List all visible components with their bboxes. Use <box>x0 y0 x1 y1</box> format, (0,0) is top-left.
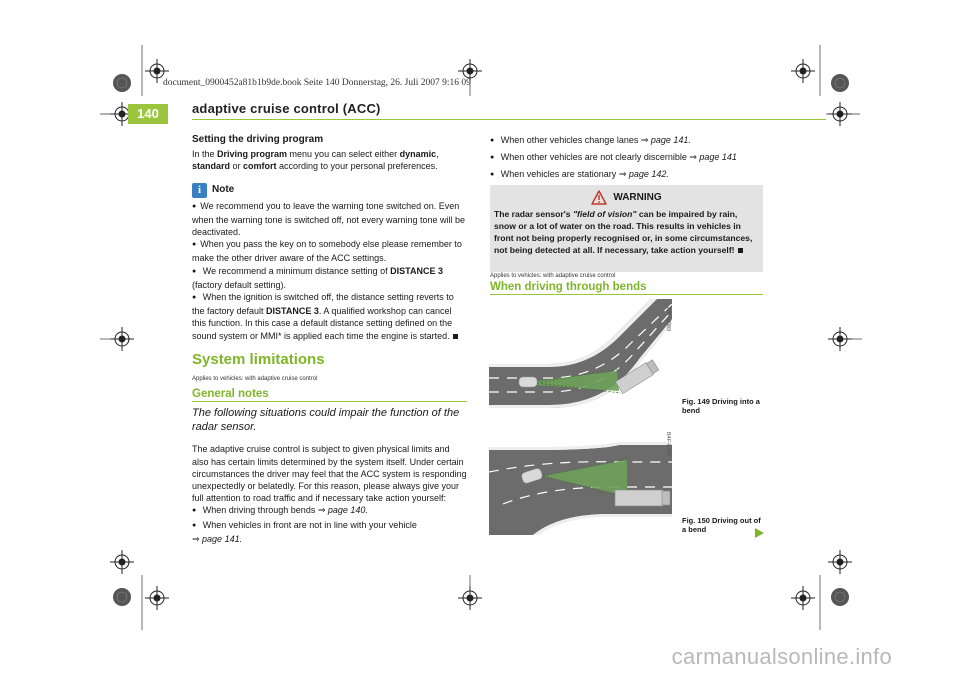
page-link[interactable]: ⇒ page 140. <box>317 505 368 516</box>
header-rule <box>192 119 826 120</box>
end-mark <box>452 333 458 339</box>
warning-text: The radar sensor's "field of vision" can… <box>494 209 753 255</box>
note-label: Note <box>212 184 235 195</box>
warning-header: WARNING <box>490 190 763 205</box>
page-link[interactable]: ⇒ page 141. <box>192 533 243 544</box>
figure-149-driving-into-bend: B4F-0089 <box>489 299 672 410</box>
page-link[interactable]: ⇒ page 141. <box>640 135 691 145</box>
right-bullets: When other vehicles change lanes ⇒ page … <box>490 134 765 183</box>
subsection-heading: General notes <box>192 388 269 401</box>
figure-149-caption: Fig. 149 Driving into a bend <box>682 397 760 415</box>
setting-paragraph: In the Driving program menu you can sele… <box>192 149 439 172</box>
note-item: When you pass the key on to somebody els… <box>192 238 467 264</box>
figure-150-driving-out-of-bend: B4F-0157 <box>489 424 672 535</box>
note-header: i Note <box>192 182 467 198</box>
setting-heading: Setting the driving program <box>192 134 324 145</box>
list-item: When vehicles in front are not in line w… <box>192 519 467 545</box>
note-item: When the ignition is switched off, the d… <box>192 291 467 342</box>
bends-heading: When driving through bends <box>490 281 647 293</box>
page-number: 140 <box>128 104 168 124</box>
subsection-rule <box>192 401 467 403</box>
section-heading: System limitations <box>192 350 325 368</box>
info-icon: i <box>192 182 207 198</box>
figure-150-caption: Fig. 150 Driving out of a bend <box>682 516 761 534</box>
list-item: When other vehicles change lanes ⇒ page … <box>490 134 765 148</box>
note-item: We recommend you to leave the warning to… <box>192 200 467 239</box>
watermark: carmanualsonline.info <box>671 644 892 669</box>
list-item: When driving through bends ⇒ page 140. <box>192 504 467 518</box>
warning-icon <box>591 190 608 205</box>
list-item: When other vehicles are not clearly disc… <box>490 151 765 165</box>
end-mark <box>737 248 743 254</box>
file-stamp: document_0900452a81b1b9de.book Seite 140… <box>163 78 471 88</box>
page-link[interactable]: ⇒ page 142. <box>618 169 669 180</box>
applies-note: Applies to vehicles: with adaptive cruis… <box>490 273 616 279</box>
warning-label: WARNING <box>613 192 662 203</box>
left-column: Setting the driving program In the Drivi… <box>192 134 467 545</box>
applies-note: Applies to vehicles: with adaptive cruis… <box>192 376 318 383</box>
figure-code: B4F-0157 <box>665 432 671 456</box>
note-item: We recommend a minimum distance setting … <box>192 265 467 291</box>
intro-text: The following situations could impair th… <box>192 407 460 434</box>
figure-code: B4F-0089 <box>665 307 671 331</box>
running-title: adaptive cruise control (ACC) <box>192 101 381 116</box>
next-page-arrow-icon[interactable] <box>753 527 765 539</box>
warning-box: WARNING The radar sensor's "field of vis… <box>490 185 763 272</box>
bends-rule <box>490 294 763 295</box>
list-item: When vehicles are stationary ⇒ page 142. <box>490 168 765 182</box>
page-link[interactable]: ⇒ page 141 <box>689 152 737 163</box>
body-text: The adaptive cruise control is subject t… <box>192 444 467 504</box>
